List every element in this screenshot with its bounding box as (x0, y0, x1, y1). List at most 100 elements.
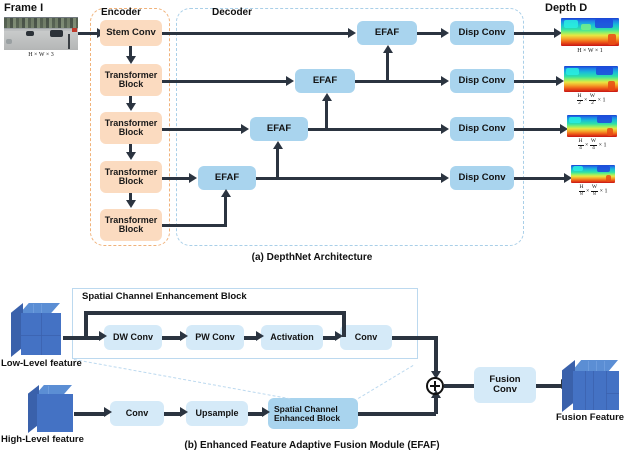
block-disp-conv-4-label: Disp Conv (458, 172, 506, 184)
block-efaf-3[interactable]: EFAF (250, 117, 308, 141)
block-stem-conv-label: Stem Conv (106, 27, 156, 39)
block-pw-conv[interactable]: PW Conv (186, 325, 244, 350)
line-efaf2-up (386, 52, 389, 81)
block-efaf-1-label: EFAF (374, 27, 400, 39)
dim4-x2: × (599, 188, 603, 195)
dim4-frac-h: H 8 (578, 184, 585, 197)
depth-map-3-dim: H 4 × W 4 × 1 (567, 138, 617, 151)
arrow-head-efaf2-disp2 (441, 76, 449, 86)
arrow-head-skip3 (241, 124, 249, 134)
dim2-frac-w: W 2 (588, 93, 597, 106)
input-dim-label: H × W × 3 (28, 52, 54, 58)
line-efaf2-right (355, 80, 443, 83)
block-spatial-channel-enhanced[interactable]: Spatial Channel Enhanced Block (268, 398, 358, 429)
line-conv-to-upsample (164, 412, 182, 416)
arrow-head-upsample-sceb (262, 407, 270, 417)
block-transformer-1[interactable]: Transformer Block (100, 64, 162, 96)
block-transformer-3[interactable]: Transformer Block (100, 161, 162, 193)
depth-map-2 (564, 66, 618, 92)
block-transformer-3-line1: Transformer (104, 166, 158, 177)
encoder-group (90, 8, 170, 246)
guide-line-lower (358, 365, 414, 399)
arrow-head-efaf4-efaf3 (273, 141, 283, 149)
arrow-head-pw-act (256, 331, 264, 341)
block-disp-conv-1-label: Disp Conv (458, 27, 506, 39)
decoder-group-label: Decoder (212, 7, 253, 18)
depth-output-title: Depth D (545, 2, 588, 14)
line-low-to-dw (63, 336, 101, 340)
arrow-t2-to-t3 (129, 144, 132, 153)
line-efaf4-up (276, 148, 279, 178)
block-conv-bottom[interactable]: Conv (110, 401, 164, 426)
line-top-down-to-add (434, 336, 438, 376)
block-conv-top[interactable]: Conv (340, 325, 392, 350)
block-dw-conv[interactable]: DW Conv (104, 325, 162, 350)
block-efaf-2[interactable]: EFAF (295, 69, 355, 93)
block-transformer-4[interactable]: Transformer Block (100, 209, 162, 241)
arrow-head-disp2-out (556, 76, 564, 86)
line-residual-down (342, 311, 346, 337)
arrow-head-disp3-out (560, 124, 568, 134)
fusion-feature-cube (562, 360, 620, 412)
block-stem-conv[interactable]: Stem Conv (100, 20, 162, 46)
arrow-head-t2-t3 (126, 152, 136, 160)
line-fusion-to-output (536, 384, 564, 388)
line-t4-right (162, 224, 227, 227)
arrow-head-high-conv (104, 407, 112, 417)
skip-t3-to-efaf4 (162, 177, 190, 180)
dim3-x2: × (598, 142, 602, 149)
dim4-x1: × (586, 188, 590, 195)
block-transformer-2[interactable]: Transformer Block (100, 112, 162, 144)
line-disp3-out (514, 128, 562, 131)
block-disp-conv-4[interactable]: Disp Conv (450, 166, 514, 190)
guide-line-upper (73, 359, 291, 400)
dim1-c: 1 (599, 48, 603, 54)
low-level-feature-label: Low-Level feature (1, 358, 82, 369)
arrow-head-stem-t1 (126, 56, 136, 64)
line-dw-to-pw (162, 336, 182, 340)
block-sceb-line1: Spatial Channel (274, 403, 338, 414)
block-efaf-3-label: EFAF (266, 123, 292, 135)
block-conv-bottom-label: Conv (125, 407, 149, 418)
arrow-head-conv-upsample (180, 407, 188, 417)
block-activation-label: Activation (270, 331, 314, 342)
block-disp-conv-3[interactable]: Disp Conv (450, 117, 514, 141)
arrow-head-top-add (431, 371, 441, 379)
block-upsample-label: Upsample (195, 407, 239, 418)
line-conv-top-out (392, 336, 438, 340)
arrow-head-dw-pw (180, 331, 188, 341)
block-disp-conv-2[interactable]: Disp Conv (450, 69, 514, 93)
block-transformer-2-line1: Transformer (104, 117, 158, 128)
arrow-head-act-conv (335, 331, 343, 341)
block-conv-top-label: Conv (354, 331, 378, 342)
block-upsample[interactable]: Upsample (186, 401, 248, 426)
block-fusion-conv[interactable]: Fusion Conv (474, 367, 536, 403)
block-disp-conv-1[interactable]: Disp Conv (450, 21, 514, 45)
block-transformer-3-line2: Block (118, 176, 144, 186)
arrow-head-disp1-out (554, 28, 562, 38)
block-dw-conv-label: DW Conv (113, 331, 153, 342)
element-wise-add-icon (426, 377, 444, 395)
arrow-head-skip4 (189, 173, 197, 183)
block-activation[interactable]: Activation (261, 325, 323, 350)
line-efaf1-disp1 (417, 32, 443, 35)
block-fusion-conv-line2: Conv (493, 384, 517, 395)
block-efaf-4[interactable]: EFAF (198, 166, 256, 190)
arrow-head-efaf1-disp1 (441, 28, 449, 38)
dim2-x2: × (597, 97, 601, 104)
dim2-c: 1 (602, 97, 606, 104)
block-transformer-4-line1: Transformer (104, 214, 158, 225)
block-transformer-4-line2: Block (118, 224, 144, 234)
block-efaf-1[interactable]: EFAF (357, 21, 417, 45)
arrow-head-t3-t4 (126, 200, 136, 208)
dim3-x1: × (585, 142, 589, 149)
depth-map-1-dim: H × W × 1 (561, 48, 619, 54)
line-residual-across (84, 311, 346, 315)
line-efaf3-right (308, 128, 443, 131)
arrow-head-skip2 (286, 76, 294, 86)
skip-t2-to-efaf3 (162, 128, 242, 131)
dim2-frac-h: H 2 (576, 93, 583, 106)
line-bottom-up-to-add (434, 396, 438, 414)
dim1-h: H (577, 48, 582, 54)
